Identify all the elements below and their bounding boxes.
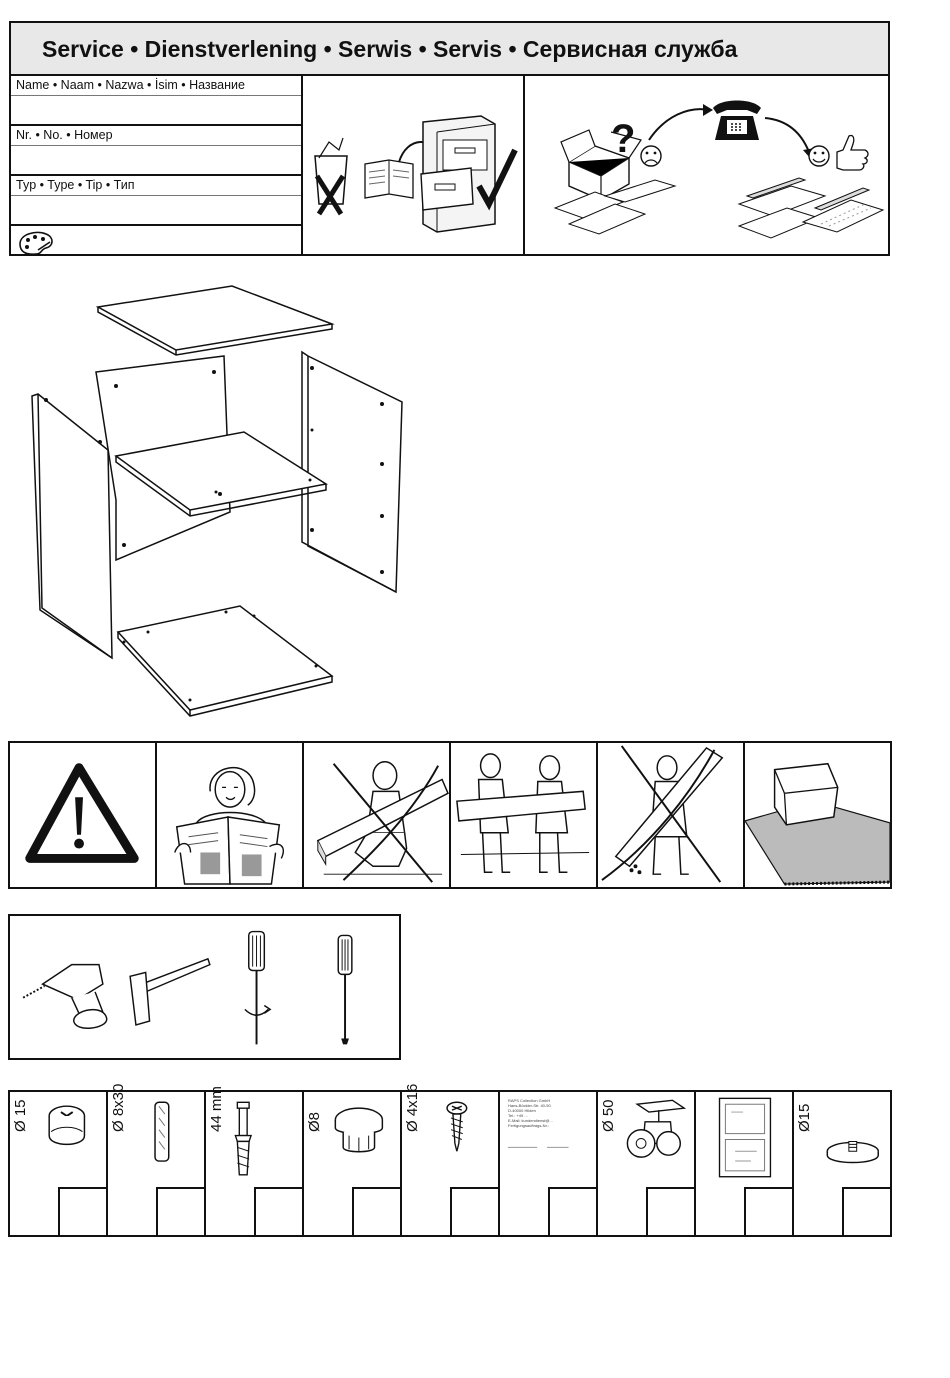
part-cell: 44 mm (206, 1086, 304, 1235)
keep-instructions-illustration (303, 76, 525, 254)
name-field-label: Name • Naam • Nazwa • İsim • Название (16, 78, 245, 92)
castor-wheel-icon (626, 1099, 687, 1158)
tools-illustration (22, 930, 353, 1045)
hammer-icon (129, 957, 211, 1026)
cabinet-exploded-icon (31, 285, 403, 717)
part-cell: Ø8 (304, 1092, 402, 1235)
part-cell (696, 1092, 794, 1235)
hardware-parts-list: Ø 15 Ø 8x30 44 mm Ø8 (8, 1084, 892, 1237)
read-instructions-icon (174, 767, 285, 885)
number-field-label: Nr. • No. • Номер (16, 128, 113, 142)
quantity-box (352, 1187, 400, 1235)
call-service-icon: ? (553, 100, 885, 239)
glide-foot-icon (826, 1140, 879, 1164)
cam-bolt-icon (234, 1101, 253, 1176)
quantity-box (156, 1187, 204, 1235)
quantity-box (450, 1187, 498, 1235)
doc-line: Tel.: +49 ... (508, 1113, 528, 1118)
warning-cell (451, 743, 598, 887)
type-field[interactable]: Typ • Type • Tip • Тип (11, 176, 301, 226)
quantity-box (842, 1187, 890, 1235)
part-cell: Ø 8x30 (108, 1084, 206, 1235)
part-cell: Ø 4x16 (402, 1084, 500, 1235)
part-cell: Ø 15 (10, 1092, 108, 1235)
warning-cell (157, 743, 304, 887)
part-cell: RAPS Collection GmbH Hans-Böckler-Str. 4… (500, 1092, 598, 1235)
quantity-box (58, 1187, 106, 1235)
name-field-line (11, 95, 301, 96)
doc-line: Fertigungsauftrags-Nr.: (508, 1123, 549, 1128)
warning-cell (10, 743, 157, 887)
name-field[interactable]: Name • Naam • Nazwa • İsim • Название (11, 76, 301, 126)
document-icon (507, 1146, 569, 1148)
warning-cell (598, 743, 745, 887)
warning-cell (745, 743, 890, 887)
quantity-box (548, 1187, 596, 1235)
cover-cap-icon (334, 1107, 384, 1153)
file-instructions-icon (314, 115, 518, 233)
no-lift-alone-icon (316, 760, 449, 883)
phillips-screwdriver-icon (244, 930, 272, 1045)
service-form: Name • Naam • Nazwa • İsim • Название Nr… (11, 76, 303, 255)
service-block: Service • Dienstverlening • Serwis • Ser… (9, 21, 890, 256)
number-field-line (11, 145, 301, 146)
quantity-box (254, 1187, 302, 1235)
number-field[interactable]: Nr. • No. • Номер (11, 126, 301, 176)
quantity-box (744, 1187, 792, 1235)
cam-lock-icon (48, 1105, 86, 1146)
warning-triangle-icon (25, 763, 139, 863)
exploded-assembly-drawing (20, 280, 420, 720)
two-person-lift-icon (456, 753, 590, 873)
service-contact-illustration: ? (525, 76, 888, 254)
type-field-label: Typ • Type • Tip • Тип (16, 178, 135, 192)
type-field-line (11, 195, 301, 196)
service-title: Service • Dienstverlening • Serwis • Ser… (11, 23, 888, 76)
screw-icon (446, 1101, 468, 1152)
no-carry-alone-icon (601, 745, 724, 883)
part-cell: Ø15 (794, 1092, 890, 1235)
question-mark-icon: ? (611, 117, 635, 161)
palette-icon (19, 231, 53, 255)
service-document-text: RAPS Collection GmbH Hans-Böckler-Str. 4… (508, 1098, 553, 1128)
doc-line: RAPS Collection GmbH (508, 1098, 551, 1103)
doc-line: Hans-Böckler-Str. 40-50 (508, 1103, 551, 1108)
quantity-box (646, 1187, 694, 1235)
wooden-dowel-icon (154, 1101, 170, 1162)
cordless-drill-icon (22, 963, 108, 1029)
assemble-on-soft-surface-icon (745, 762, 890, 886)
flat-screwdriver-icon (337, 934, 353, 1045)
part-cell: Ø 50 (598, 1092, 696, 1235)
warning-cell (304, 743, 451, 887)
doc-line: D-40000 Hilden (508, 1108, 536, 1113)
assembly-sheet-icon (718, 1097, 772, 1178)
color-field[interactable] (11, 226, 301, 255)
required-tools (8, 914, 401, 1060)
warning-strip (8, 741, 892, 889)
doc-line: E-Mail: kundendienst@... (508, 1118, 553, 1123)
